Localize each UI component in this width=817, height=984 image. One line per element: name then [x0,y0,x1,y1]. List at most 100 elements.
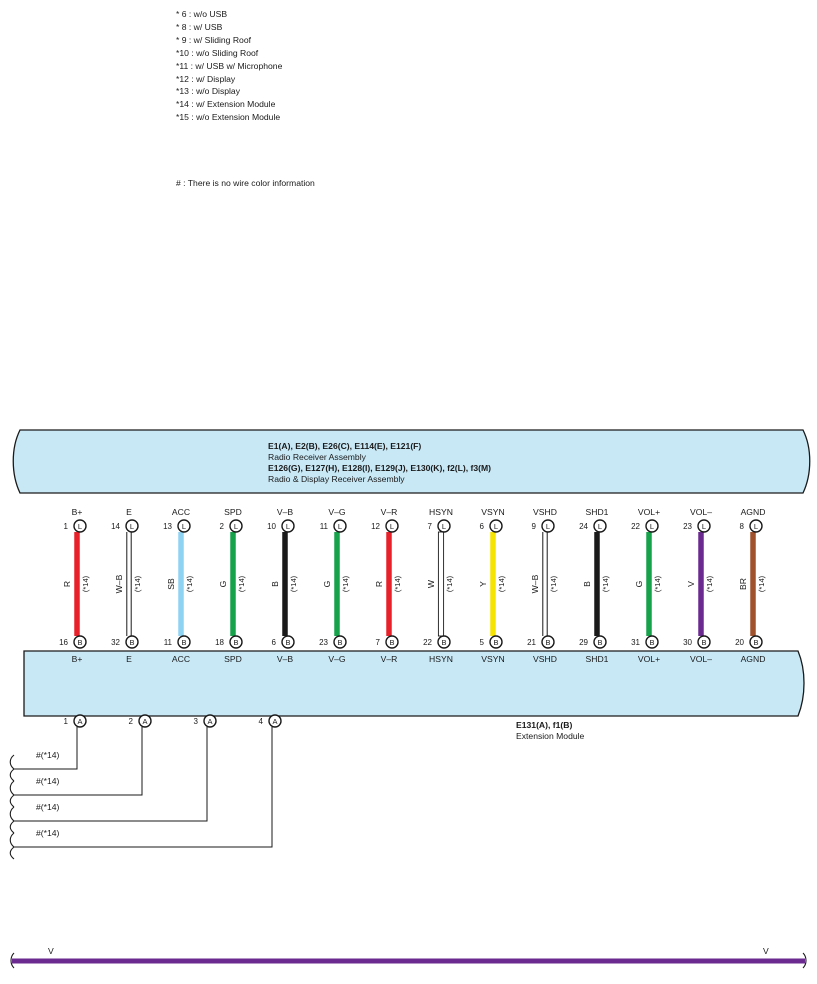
wire-condition-label: (*14) [341,575,350,592]
top-pin-number: 9 [532,522,537,531]
radio-receiver-box [12,429,811,494]
top-terminal-name: B+ [72,507,83,517]
top-connector-letter: L [494,522,498,531]
pin-circle-icon [437,519,451,533]
pin-circle-icon [541,635,555,649]
top-pin-number: 24 [579,522,588,531]
wire-color-label: W [426,579,436,588]
top-pin-number: 6 [480,522,485,531]
bottom-terminal-name: VOL+ [638,654,660,664]
pin-circle-icon [229,635,243,649]
lower-pin-number: 2 [129,717,134,726]
wire-color-label: SB [166,578,176,590]
top-pin-number: 13 [163,522,172,531]
bottom-terminal-name: V–G [328,654,346,664]
bottom-terminal-name: SHD1 [586,654,609,664]
wire-condition-label: (*14) [237,575,246,592]
wire-color-label: W–B [530,574,540,593]
bottom-connector-letter: B [493,638,498,647]
pin-circle-icon [73,519,87,533]
bottom-terminal-name: ACC [172,654,190,664]
wire-condition-label: (*14) [445,575,454,592]
pin-circle-icon [138,714,152,728]
wire-condition-label: (*14) [705,575,714,592]
top-pin-number: 10 [267,522,276,531]
pin-circle-icon [203,714,217,728]
wire-color-label: G [218,580,228,587]
wire-condition-label: (*14) [289,575,298,592]
bottom-pin-number: 31 [631,638,640,647]
bottom-terminal-name: E [126,654,132,664]
bottom-terminal-name: HSYN [429,654,453,664]
pin-circle-icon [489,519,503,533]
bottom-connector-letter: B [441,638,446,647]
lower-connector-letter: A [142,717,147,726]
top-connector-letter: L [130,522,134,531]
top-pin-number: 22 [631,522,640,531]
bottom-connector-name: Extension Module [516,731,585,741]
bottom-terminal-name: B+ [72,654,83,664]
pin-circle-icon [489,635,503,649]
pin-circle-icon [281,635,295,649]
top-pin-number: 1 [64,522,69,531]
top-terminal-name: E [126,507,132,517]
pin-circle-icon [697,635,711,649]
lower-pin-number: 3 [194,717,199,726]
pin-circle-icon [541,519,555,533]
violet-wire-label-left: V [48,946,54,956]
wire-condition-label: (*14) [757,575,766,592]
bottom-terminal-name: V–B [277,654,294,664]
top-terminal-name: V–R [381,507,398,517]
bottom-connector-letter: B [753,638,758,647]
top-connector-codes-1: E1(A), E2(B), E26(C), E114(E), E121(F) [268,441,421,451]
pin-circle-icon [333,635,347,649]
wire-break-right-icon [802,952,807,969]
bottom-connector-letter: B [77,638,82,647]
wire-break-left-icon [10,952,15,969]
option-note: *15 : w/o Extension Module [176,112,281,123]
top-connector-letter: L [702,522,706,531]
wire-color-label: V [686,581,696,587]
wire-condition-label: (*14) [185,575,194,592]
bottom-connector-letter: B [649,638,654,647]
bottom-terminal-name: VOL– [690,654,712,664]
violet-wire-label-right: V [763,946,769,956]
option-note: * 6 : w/o USB [176,9,228,19]
option-note: *11 : w/ USB w/ Microphone [176,60,283,71]
top-connector-letter: L [338,522,342,531]
top-pin-number: 2 [220,522,225,531]
wire-color-label: G [322,580,332,587]
wire-color-label: R [62,581,72,587]
wire-break-icon [9,780,15,808]
top-connector-name-2: Radio & Display Receiver Assembly [268,474,405,484]
bottom-connector-letter: B [389,638,394,647]
wire-color-label: R [374,581,384,587]
top-connector-letter: L [650,522,654,531]
lower-connector-letter: A [77,717,82,726]
bottom-connector-letter: B [285,638,290,647]
pin-circle-icon [268,714,282,728]
pin-circle-icon [645,519,659,533]
top-connector-name-1: Radio Receiver Assembly [268,452,367,462]
top-terminal-name: VSYN [481,507,504,517]
top-connector-letter: L [78,522,82,531]
wire-condition-label: (*14) [601,575,610,592]
wire-condition-label: (*14) [653,575,662,592]
bottom-pin-number: 18 [215,638,224,647]
lower-wire-line [14,727,143,796]
wire-color-label: BR [738,578,748,590]
bottom-connector-letter: B [701,638,706,647]
top-pin-number: 12 [371,522,380,531]
top-connector-letter: L [754,522,758,531]
wire-condition-label: (*14) [133,575,142,592]
